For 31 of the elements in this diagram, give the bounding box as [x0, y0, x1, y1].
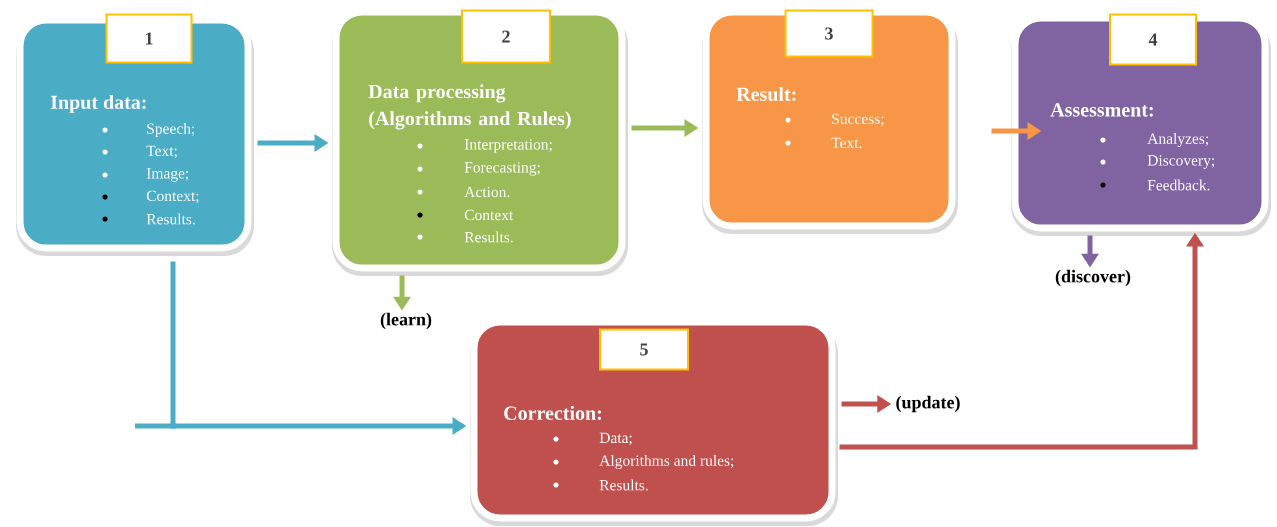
list-item: Results. [417, 231, 513, 243]
bare-label: (learn) [380, 312, 432, 330]
bare-label: (discover) [1055, 269, 1131, 287]
list-item: Image; [102, 168, 189, 182]
list-item: Algorithms and rules; [553, 454, 734, 470]
number-box: 3 [784, 9, 874, 58]
list-item: Discovery; [1100, 155, 1214, 169]
list-item: Text. [785, 137, 862, 149]
box-heading: Correction: [504, 405, 602, 421]
list-item: Forecasting; [417, 162, 540, 176]
number-box: 1 [105, 13, 193, 64]
box-heading: Input data: [50, 94, 146, 114]
number-box: 4 [1109, 13, 1197, 66]
number-box: 5 [599, 328, 689, 371]
list-item: Analyzes; [1100, 132, 1208, 148]
list-item: Data; [553, 432, 632, 446]
box-heading: Data processing (Algorithms and Rules) [368, 84, 571, 130]
list-item: Success; [785, 113, 884, 127]
box-heading: Assessment: [1050, 103, 1153, 117]
list-item: Context; [102, 190, 199, 204]
list-item: Results. [553, 479, 648, 491]
list-item: Results. [102, 213, 195, 225]
list-item: Feedback. [1100, 179, 1210, 191]
list-item: Speech; [102, 122, 195, 137]
box-heading: Result: [736, 86, 796, 102]
list-item: Interpretation; [417, 139, 552, 153]
list-item: Text; [102, 145, 177, 159]
number-box: 2 [461, 9, 551, 64]
list-item: Action. [417, 186, 510, 198]
bare-label: (update) [896, 395, 960, 413]
list-item: Context [417, 209, 514, 221]
